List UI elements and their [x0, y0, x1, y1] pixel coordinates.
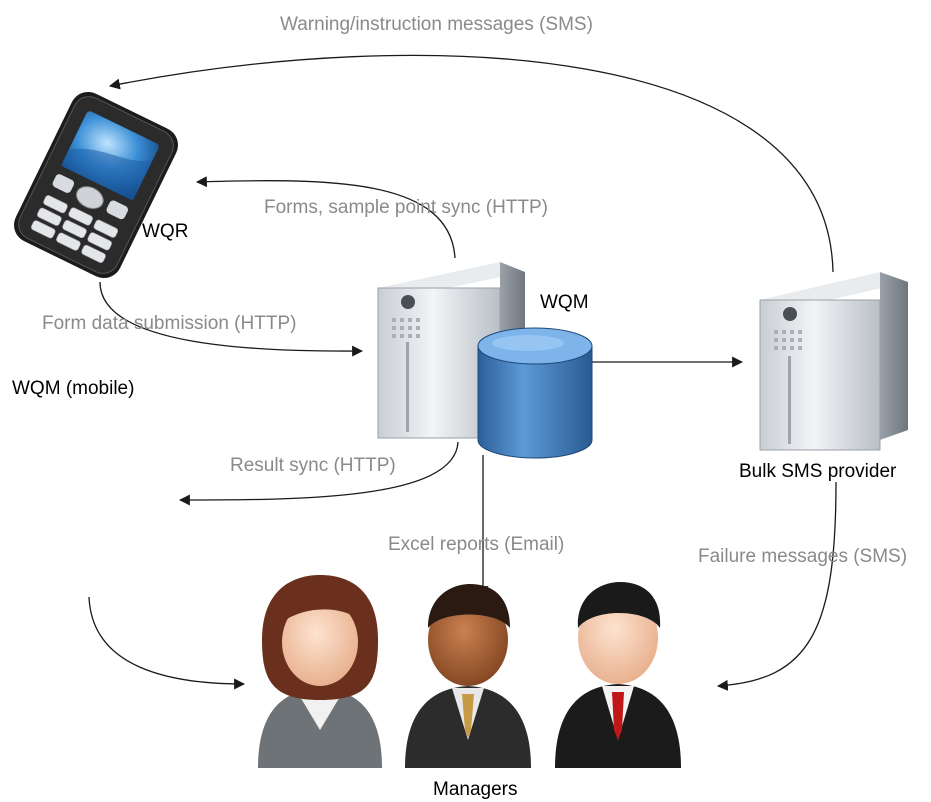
result-sync-arrow — [178, 441, 459, 506]
edge-label-failure-sms: Failure messages (SMS) — [698, 546, 908, 567]
sms-server-icon — [759, 272, 908, 451]
failure-sms-arrow — [716, 481, 837, 691]
server-with-database-icon — [377, 262, 593, 459]
node-label-wqm-mobile: WQM (mobile) — [12, 378, 135, 399]
manager-woman-icon — [258, 575, 382, 768]
warning-sms-arrow — [108, 54, 834, 273]
node-label-managers: Managers — [433, 779, 518, 800]
edge-label-result-sync: Result sync (HTTP) — [230, 455, 396, 476]
manager-man-brown-icon — [405, 584, 531, 768]
edge-label-forms-sync: Forms, sample point sync (HTTP) — [264, 197, 548, 218]
node-label-wqm: WQM — [540, 292, 589, 313]
forms-sync-arrow — [195, 176, 456, 259]
mobile-phone-icon — [13, 91, 179, 279]
edges — [88, 54, 837, 691]
mobile-to-managers-arrow — [88, 596, 246, 690]
database-icon — [477, 327, 593, 459]
edge-label-warning-sms: Warning/instruction messages (SMS) — [280, 14, 593, 35]
node-label-wqr: WQR — [142, 221, 189, 242]
edge-label-form-submission: Form data submission (HTTP) — [42, 313, 297, 334]
edge-label-excel-reports: Excel reports (Email) — [388, 534, 565, 555]
people-group-icon — [258, 575, 681, 768]
manager-man-red-tie-icon — [555, 582, 681, 768]
node-label-bulk-sms: Bulk SMS provider — [739, 461, 897, 482]
form-submission-arrow — [99, 281, 364, 357]
